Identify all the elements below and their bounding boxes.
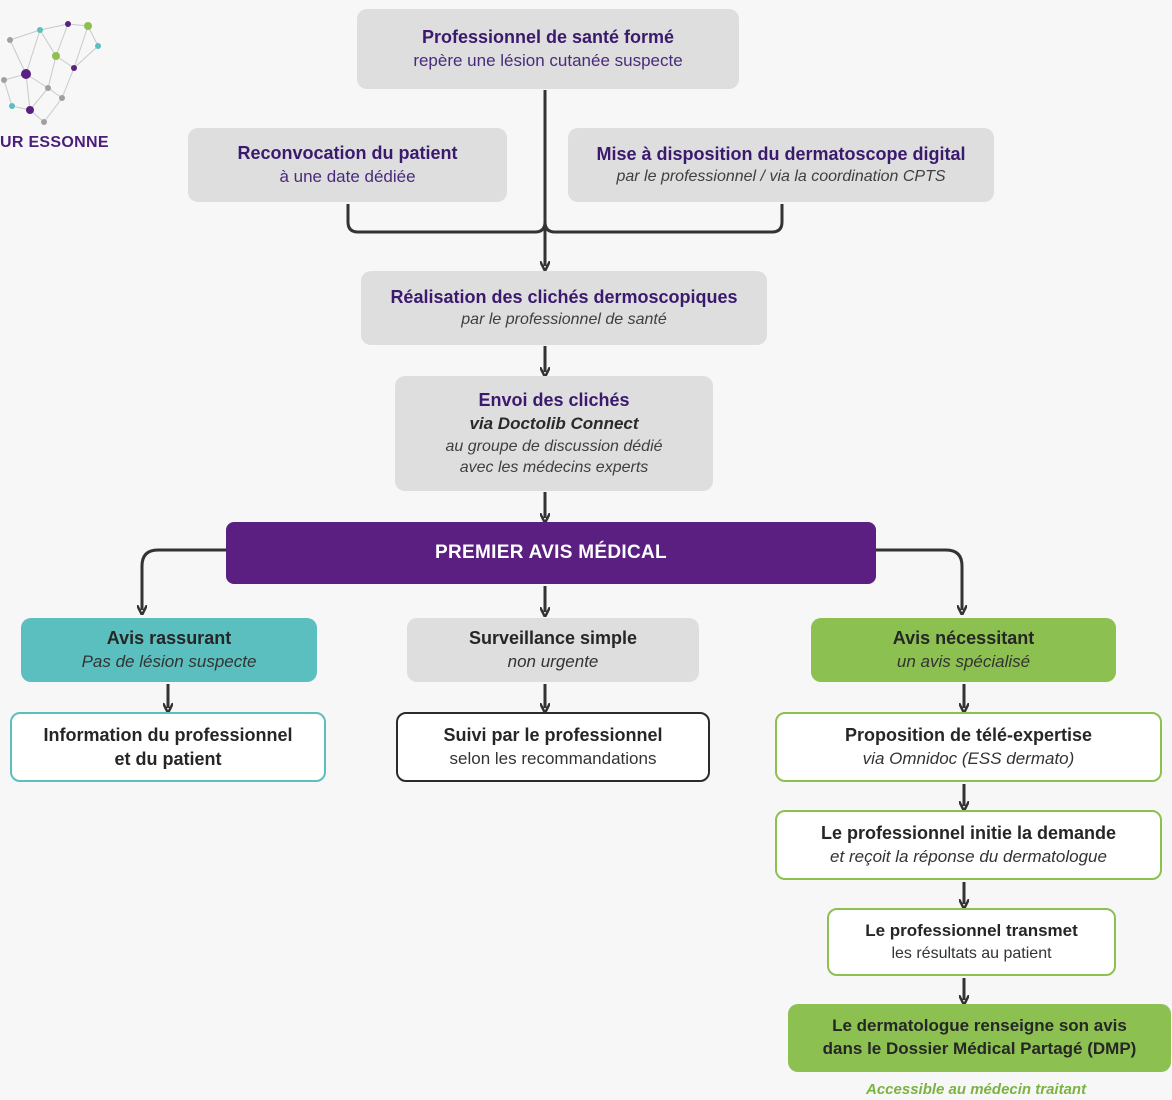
node-envoi-line3: au groupe de discussion dédié: [445, 437, 663, 455]
logo-network-icon: [1, 21, 101, 125]
node-start: Professionnel de santé formé repère une …: [357, 9, 739, 89]
node-avis-rassurant-title: Avis rassurant: [106, 628, 232, 649]
node-surveillance: Surveillance simple non urgente: [407, 618, 699, 682]
node-premier-avis-label: PREMIER AVIS MÉDICAL: [435, 542, 667, 564]
node-envoi-via: via Doctolib Connect: [469, 413, 639, 433]
footnote-accessible: Accessible au médecin traitant: [866, 1081, 1087, 1098]
node-transmet-subtitle: les résultats au patient: [891, 944, 1052, 962]
node-realisation: Réalisation des clichés dermoscopiques p…: [361, 271, 767, 345]
node-proposition-subtitle: via Omnidoc (ESS dermato): [862, 748, 1075, 768]
node-transmet: Le professionnel transmet les résultats …: [827, 908, 1116, 976]
node-transmet-title: Le professionnel transmet: [865, 920, 1078, 940]
node-initie-subtitle: et reçoit la réponse du dermatologue: [830, 846, 1107, 866]
node-start-subtitle: repère une lésion cutanée suspecte: [413, 50, 683, 70]
node-initie-title: Le professionnel initie la demande: [820, 823, 1117, 844]
node-premier-avis: PREMIER AVIS MÉDICAL: [226, 522, 876, 584]
node-start-title: Professionnel de santé formé: [421, 27, 675, 48]
node-dmp-line1: Le dermatologue renseigne son avis: [832, 1016, 1127, 1036]
node-information-line1: Information du professionnel: [43, 724, 293, 745]
node-envoi-line4: avec les médecins experts: [459, 459, 649, 477]
node-reconvocation-subtitle: à une date dédiée: [279, 166, 416, 186]
node-information-line2: et du patient: [114, 749, 222, 769]
node-suivi-subtitle: selon les recommandations: [449, 748, 657, 768]
node-proposition-title: Proposition de télé-expertise: [844, 725, 1093, 746]
node-reconvocation: Reconvocation du patient à une date dédi…: [188, 128, 507, 202]
node-information: Information du professionnel et du patie…: [10, 712, 326, 782]
connector-bracket: [346, 204, 784, 234]
node-reconvocation-title: Reconvocation du patient: [237, 143, 458, 164]
node-suivi-title: Suivi par le professionnel: [443, 725, 663, 746]
node-dmp-line2: dans le Dossier Médical Partagé (DMP): [822, 1039, 1137, 1058]
node-envoi-title: Envoi des clichés: [478, 390, 630, 411]
node-proposition: Proposition de télé-expertise via Omnido…: [775, 712, 1162, 782]
connector-avis-left: [142, 548, 226, 610]
node-avis-necessitant: Avis nécessitant un avis spécialisé: [811, 618, 1116, 682]
node-initie: Le professionnel initie la demande et re…: [775, 810, 1162, 880]
node-suivi: Suivi par le professionnel selon les rec…: [396, 712, 710, 782]
node-avis-rassurant: Avis rassurant Pas de lésion suspecte: [21, 618, 317, 682]
node-dermatoscope-title: Mise à disposition du dermatoscope digit…: [596, 144, 966, 165]
node-dermatoscope: Mise à disposition du dermatoscope digit…: [568, 128, 994, 202]
node-realisation-subtitle: par le professionnel de santé: [461, 311, 667, 329]
connector-avis-right: [876, 548, 962, 610]
logo-text: UR ESSONNE: [0, 134, 109, 151]
node-surveillance-subtitle: non urgente: [507, 651, 599, 671]
node-avis-necessitant-title: Avis nécessitant: [892, 628, 1035, 649]
node-dermatoscope-subtitle: par le professionnel / via la coordinati…: [616, 168, 946, 186]
node-realisation-title: Réalisation des clichés dermoscopiques: [390, 287, 738, 308]
node-envoi: Envoi des clichés via Doctolib Connect a…: [395, 376, 713, 491]
node-surveillance-title: Surveillance simple: [468, 628, 638, 649]
node-avis-necessitant-subtitle: un avis spécialisé: [896, 651, 1031, 671]
node-avis-rassurant-subtitle: Pas de lésion suspecte: [81, 651, 257, 671]
node-dmp: Le dermatologue renseigne son avis dans …: [788, 1004, 1171, 1072]
